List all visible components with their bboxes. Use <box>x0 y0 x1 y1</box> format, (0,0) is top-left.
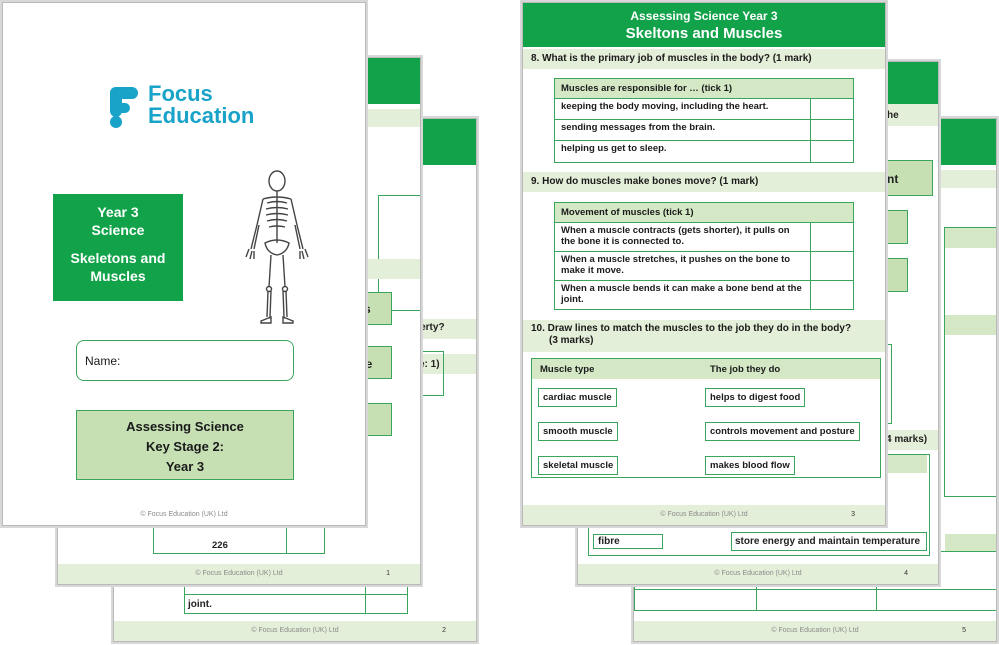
page-1-table <box>153 524 325 554</box>
question-8-table: Muscles are responsible for … (tick 1) k… <box>554 78 854 163</box>
matching-header: Muscle type The job they do <box>532 359 880 379</box>
stage-box: Assessing Science Key Stage 2: Year 3 <box>76 410 294 480</box>
cover-title-line: Year 3 <box>97 204 139 220</box>
question-10-marks: (3 marks) <box>549 335 594 346</box>
cover-footer: © Focus Education (UK) Ltd <box>140 511 228 518</box>
muscle-box[interactable]: smooth muscle <box>538 422 618 441</box>
table-row: keeping the body moving, including the h… <box>555 99 853 120</box>
cover-page: Focus Education Year 3 Science Skeletons… <box>2 2 366 526</box>
page-3-footer: © Focus Education (UK) Ltd 3 <box>523 505 885 525</box>
page-5-divider <box>634 589 996 590</box>
option-label: When a muscle contracts (gets shorter), … <box>555 223 811 251</box>
column-header: The job they do <box>710 364 781 375</box>
muscle-box[interactable]: cardiac muscle <box>538 388 617 407</box>
tick-box[interactable] <box>811 252 853 280</box>
logo-mark-icon <box>110 87 138 128</box>
option-label: sending messages from the brain. <box>555 120 811 140</box>
skeleton-illustration <box>245 170 309 324</box>
page-5-table <box>944 227 996 497</box>
column-header: Muscle type <box>540 364 595 375</box>
page-1-footer: © Focus Education (UK) Ltd 1 <box>58 564 420 584</box>
option-label: helping us get to sleep. <box>555 141 811 162</box>
page-4-job-box <box>731 532 927 551</box>
page-4-option-box <box>883 258 908 292</box>
page-1-fragment: s <box>364 302 371 316</box>
job-box[interactable]: helps to digest food <box>705 388 806 407</box>
table-header: Muscles are responsible for … (tick 1) <box>555 79 853 99</box>
tick-box[interactable] <box>811 223 853 251</box>
page-1-fragment: 226 <box>212 540 228 551</box>
option-label: When a muscle stretches, it pushes on th… <box>555 252 811 280</box>
muscle-box[interactable]: skeletal muscle <box>538 456 619 475</box>
page-number: 2 <box>442 627 446 634</box>
job-box[interactable]: makes blood flow <box>705 456 795 475</box>
page-3: Assessing Science Year 3 Skeltons and Mu… <box>522 2 886 526</box>
question-9-table: Movement of muscles (tick 1) When a musc… <box>554 202 854 310</box>
tick-box[interactable] <box>811 99 853 119</box>
matching-table: Muscle type The job they do cardiac musc… <box>531 358 881 478</box>
tick-box[interactable] <box>811 120 853 140</box>
page-2-fragment: joint. <box>188 599 212 610</box>
page-2-fragment: berty? <box>414 322 445 333</box>
page-number: 1 <box>386 570 390 577</box>
page-number: 3 <box>851 511 855 518</box>
page-4-word-box <box>593 534 663 549</box>
cover-title-line: Muscles <box>90 268 146 284</box>
page-3-header-line1: Assessing Science Year 3 <box>630 9 778 23</box>
brand-line: Education <box>148 103 255 128</box>
name-label: Name: <box>85 354 121 368</box>
table-row: sending messages from the brain. <box>555 120 853 141</box>
page-4-fragment: nt <box>887 172 899 186</box>
option-label: When a muscle bends it can make a bone b… <box>555 281 811 309</box>
cover-title-line: Science <box>91 222 145 238</box>
page-1-table <box>378 195 420 311</box>
page-4-fragment: 4 marks) <box>886 434 928 445</box>
name-field[interactable]: Name: <box>76 340 294 381</box>
page-4-option-box <box>883 210 908 244</box>
page-4-fragment: store energy and maintain temperature <box>735 536 921 547</box>
table-row: helping us get to sleep. <box>555 141 853 162</box>
table-header: Movement of muscles (tick 1) <box>555 203 853 223</box>
job-box[interactable]: controls movement and posture <box>705 422 860 441</box>
table-row: When a muscle bends it can make a bone b… <box>555 281 853 309</box>
table-row: When a muscle stretches, it pushes on th… <box>555 252 853 281</box>
focus-education-logo: Focus Education <box>108 83 278 133</box>
page-4-fragment: fibre <box>598 536 620 547</box>
page-2-footer: © Focus Education (UK) Ltd 2 <box>114 621 476 641</box>
page-2-table-divider <box>365 574 366 614</box>
page-2-fragment: e: 1) <box>419 359 440 370</box>
page-4-footer: © Focus Education (UK) Ltd 4 <box>578 564 938 584</box>
question-10-text: 10. Draw lines to match the muscles to t… <box>531 323 852 334</box>
tick-box[interactable] <box>811 281 853 309</box>
page-2-table-divider <box>184 594 408 595</box>
question-8: 8. What is the primary job of muscles in… <box>523 49 885 69</box>
page-3-header: Assessing Science Year 3 Skeltons and Mu… <box>523 3 885 47</box>
page-5-header <box>934 119 996 165</box>
page-4-header <box>878 62 938 108</box>
page-number: 5 <box>962 627 966 634</box>
tick-box[interactable] <box>811 141 853 162</box>
cover-title-box: Year 3 Science Skeletons and Muscles <box>53 194 183 301</box>
question-10: 10. Draw lines to match the muscles to t… <box>523 320 885 352</box>
option-label: keeping the body moving, including the h… <box>555 99 811 119</box>
stage-line: Year 3 <box>165 459 205 474</box>
stage-line: Assessing Science <box>126 419 244 434</box>
brand-line: Focus <box>148 81 213 106</box>
page-5-footer: © Focus Education (UK) Ltd 5 <box>634 621 996 641</box>
table-row: When a muscle contracts (gets shorter), … <box>555 223 853 252</box>
question-9: 9. How do muscles make bones move? (1 ma… <box>523 172 885 192</box>
page-5-row <box>945 534 996 552</box>
stage-line: Key Stage 2: <box>145 439 225 454</box>
cover-title-line: Skeletons and <box>70 250 166 266</box>
page-4-option-box <box>883 160 933 196</box>
page-5-row <box>945 315 996 335</box>
page-4-fragment: he <box>887 110 899 121</box>
cover-title-line <box>53 239 183 249</box>
page-1-table-divider <box>286 524 287 554</box>
page-3-title: Skeltons and Muscles <box>625 25 783 42</box>
page-number: 4 <box>904 570 908 577</box>
page-5-row <box>945 228 996 248</box>
